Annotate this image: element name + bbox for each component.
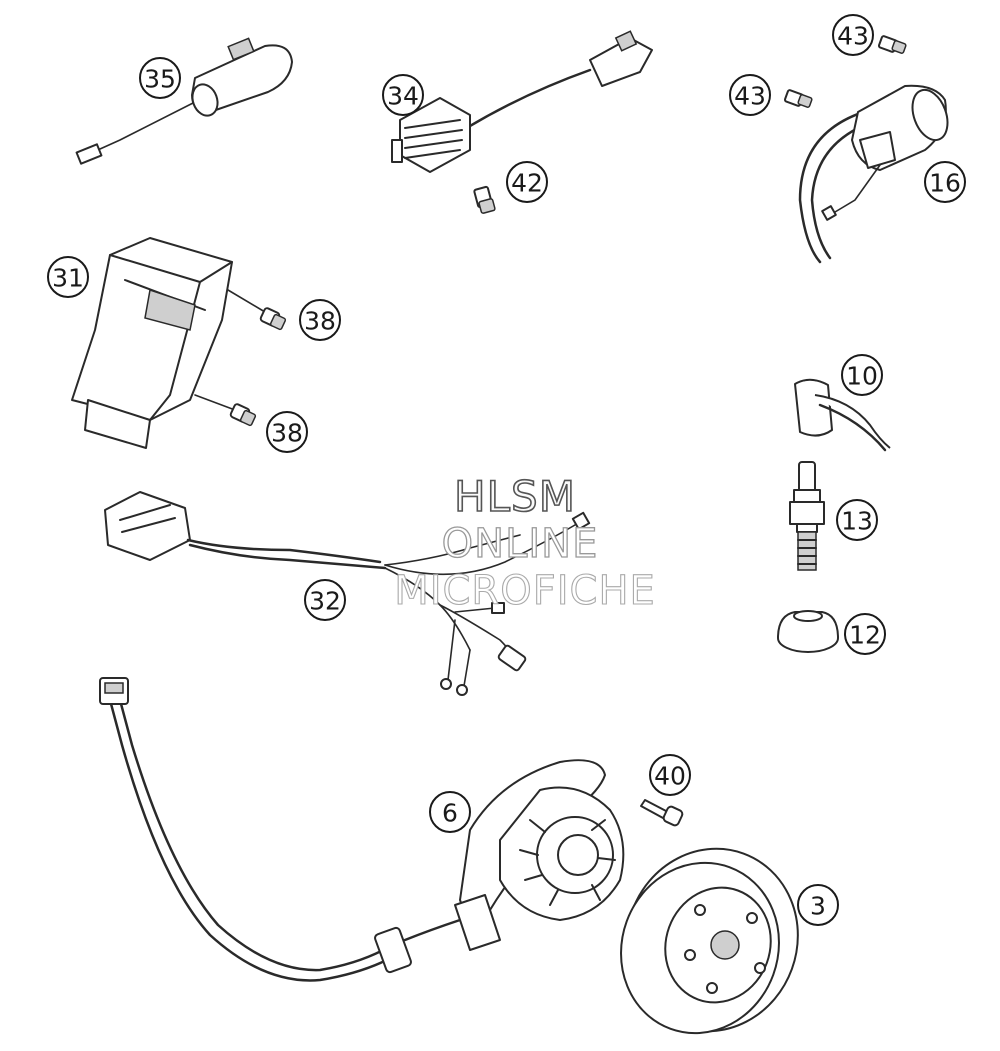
part-32-wiring-harness	[104, 491, 591, 696]
part-31-cdi-unit	[71, 237, 233, 449]
part-42-bolt	[473, 185, 496, 214]
callout-label-35: 35	[144, 65, 176, 94]
callout-38-upper: 38	[299, 299, 341, 341]
callout-6: 6	[429, 791, 471, 833]
part-35-sensor	[75, 37, 293, 165]
callout-40: 40	[649, 754, 691, 796]
callout-label-13: 13	[841, 507, 873, 536]
part-13-spark-plug	[789, 461, 825, 571]
callout-label-40: 40	[654, 762, 686, 791]
callout-label-38-upper: 38	[304, 307, 336, 336]
callout-label-42: 42	[511, 169, 543, 198]
part-43-bolts	[783, 35, 907, 108]
part-12-grommet	[777, 610, 839, 653]
callout-label-43-left: 43	[734, 82, 766, 111]
callout-label-16: 16	[929, 169, 961, 198]
callout-label-32: 32	[309, 587, 341, 616]
callout-16: 16	[924, 161, 966, 203]
callout-label-10: 10	[846, 362, 878, 391]
callout-42: 42	[506, 161, 548, 203]
callout-label-34: 34	[387, 82, 419, 111]
callout-32: 32	[304, 579, 346, 621]
callout-35: 35	[139, 57, 181, 99]
callout-label-3: 3	[810, 892, 826, 921]
callout-label-12: 12	[849, 621, 881, 650]
part-6-stator	[99, 677, 625, 982]
callout-label-38-lower: 38	[271, 419, 303, 448]
callout-13: 13	[836, 499, 878, 541]
part-10-spark-plug-cap	[794, 378, 891, 452]
callout-34: 34	[382, 74, 424, 116]
callout-3: 3	[797, 884, 839, 926]
part-38-screws	[194, 289, 287, 427]
part-40-screw	[640, 799, 684, 827]
part-34-regulator	[391, 30, 653, 173]
callout-38-lower: 38	[266, 411, 308, 453]
callout-label-43-top: 43	[837, 22, 869, 51]
callout-31: 31	[47, 256, 89, 298]
callout-43-left: 43	[729, 74, 771, 116]
part-3-flywheel	[620, 847, 799, 1035]
callout-12: 12	[844, 613, 886, 655]
callout-label-31: 31	[52, 264, 84, 293]
callout-label-6: 6	[442, 799, 458, 828]
part-16-ignition-coil	[798, 84, 949, 264]
callout-10: 10	[841, 354, 883, 396]
callout-43-top: 43	[832, 14, 874, 56]
